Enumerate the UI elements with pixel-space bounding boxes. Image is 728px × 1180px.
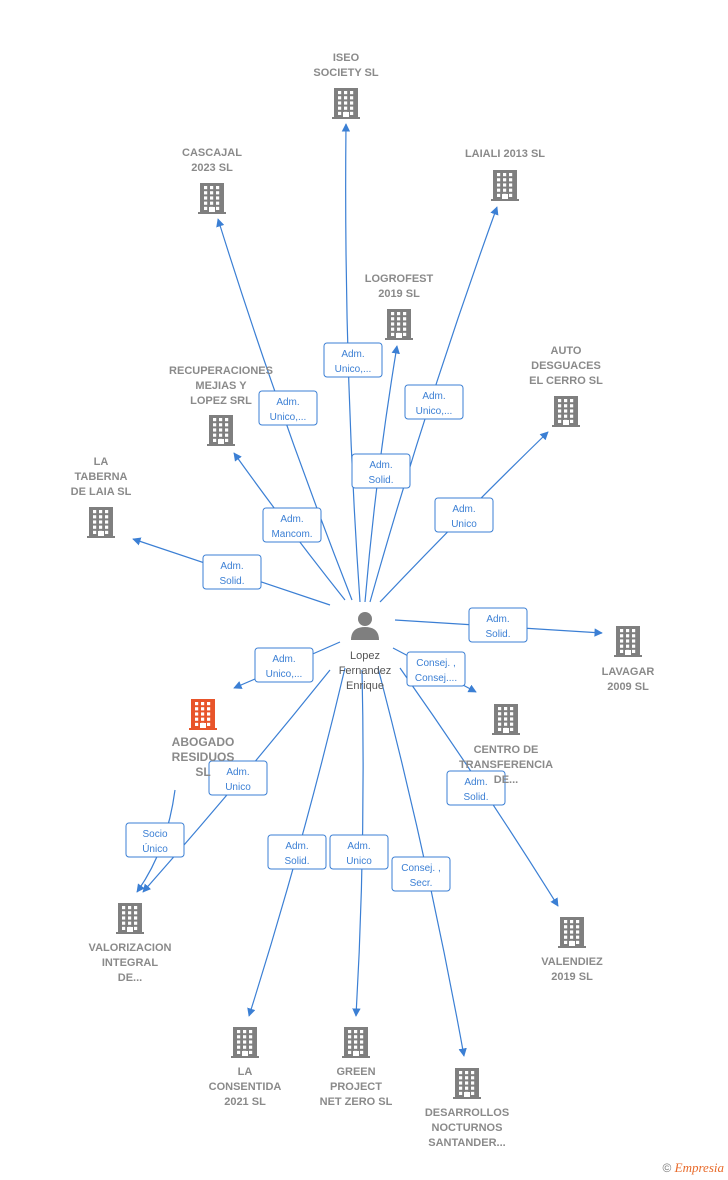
building-icon-lavagar[interactable]	[614, 626, 642, 657]
building-icon-laiali[interactable]	[491, 170, 519, 201]
relation-text: Adm.	[285, 841, 308, 852]
person-icon[interactable]	[351, 612, 379, 640]
building-icon-valorizacion[interactable]	[116, 903, 144, 934]
building-icon-auto[interactable]	[552, 396, 580, 427]
relation-label-recuperaciones[interactable]: Adm. Mancom.	[262, 507, 322, 543]
relation-text: Consej. ,	[401, 863, 440, 874]
relation-text: Secr.	[410, 878, 433, 889]
relation-text: Adm.	[452, 504, 475, 515]
relation-text: Único	[142, 842, 168, 855]
relation-text: Socio	[142, 829, 167, 840]
relation-text: Solid.	[219, 576, 244, 587]
relation-text: Adm.	[280, 514, 303, 525]
relation-label-iseo[interactable]: Adm. Unico,...	[323, 342, 383, 378]
footer-brand: © Empresia	[662, 1160, 724, 1176]
relation-label-logrofest[interactable]: Adm. Solid.	[351, 453, 411, 489]
building-icon-abogado[interactable]	[189, 699, 217, 730]
relation-text: Unico	[225, 782, 251, 793]
building-icon-iseo[interactable]	[332, 88, 360, 119]
relation-text: Adm.	[464, 777, 487, 788]
relation-text: Solid.	[368, 475, 393, 486]
relation-text: Adm.	[276, 397, 299, 408]
relation-text: Adm.	[347, 841, 370, 852]
company-label-laiali[interactable]: LAIALI 2013 SL	[465, 148, 545, 160]
relation-label-auto[interactable]: Adm. Unico	[434, 497, 494, 533]
building-icon-centro[interactable]	[492, 704, 520, 735]
relation-label-green[interactable]: Adm. Unico	[329, 834, 389, 870]
building-icon-consentida[interactable]	[231, 1027, 259, 1058]
relation-label-lavagar[interactable]: Adm. Solid.	[468, 607, 528, 643]
relation-text: Consej....	[415, 673, 457, 684]
relation-label-laiali[interactable]: Adm. Unico,...	[404, 384, 464, 420]
relation-text: Adm.	[220, 561, 243, 572]
relation-label-centro[interactable]: Consej. , Consej....	[406, 651, 466, 687]
relation-text: Mancom.	[271, 529, 312, 540]
relation-label-taberna[interactable]: Adm. Solid.	[202, 554, 262, 590]
relation-text: Unico,...	[416, 406, 453, 417]
relation-text: Unico	[346, 856, 372, 867]
relation-text: Unico	[451, 519, 477, 530]
relation-text: Adm.	[341, 349, 364, 360]
relation-label-consentida[interactable]: Adm. Solid.	[267, 834, 327, 870]
relation-label-abogado[interactable]: Adm. Unico,...	[254, 647, 314, 683]
relation-text: Solid.	[485, 629, 510, 640]
building-icon-green[interactable]	[342, 1027, 370, 1058]
relation-text: Adm.	[422, 391, 445, 402]
building-icon-valendiez[interactable]	[558, 917, 586, 948]
relation-text: Solid.	[463, 792, 488, 803]
building-icon-recuperaciones[interactable]	[207, 415, 235, 446]
relation-text: Adm.	[369, 460, 392, 471]
building-icon-cascajal[interactable]	[198, 183, 226, 214]
relation-text: Solid.	[284, 856, 309, 867]
building-icon-logrofest[interactable]	[385, 309, 413, 340]
relation-text: Consej. ,	[416, 658, 455, 669]
relation-text: Adm.	[226, 767, 249, 778]
building-icon-desarrollos[interactable]	[453, 1068, 481, 1099]
relation-text: Unico,...	[335, 364, 372, 375]
relation-text: Unico,...	[266, 669, 303, 680]
relation-label-valorizacion[interactable]: Adm. Unico	[208, 760, 268, 796]
relation-text: Adm.	[486, 614, 509, 625]
relation-label-desarrollos[interactable]: Consej. , Secr.	[391, 856, 451, 892]
relation-text: Unico,...	[270, 412, 307, 423]
building-icon-taberna[interactable]	[87, 507, 115, 538]
relation-label-valendiez[interactable]: Adm. Solid.	[446, 770, 506, 806]
relation-text: Adm.	[272, 654, 295, 665]
copyright-symbol: ©	[662, 1161, 672, 1175]
relation-label-cascajal[interactable]: Adm. Unico,...	[258, 390, 318, 426]
brand-logo[interactable]: Empresia	[674, 1160, 724, 1175]
